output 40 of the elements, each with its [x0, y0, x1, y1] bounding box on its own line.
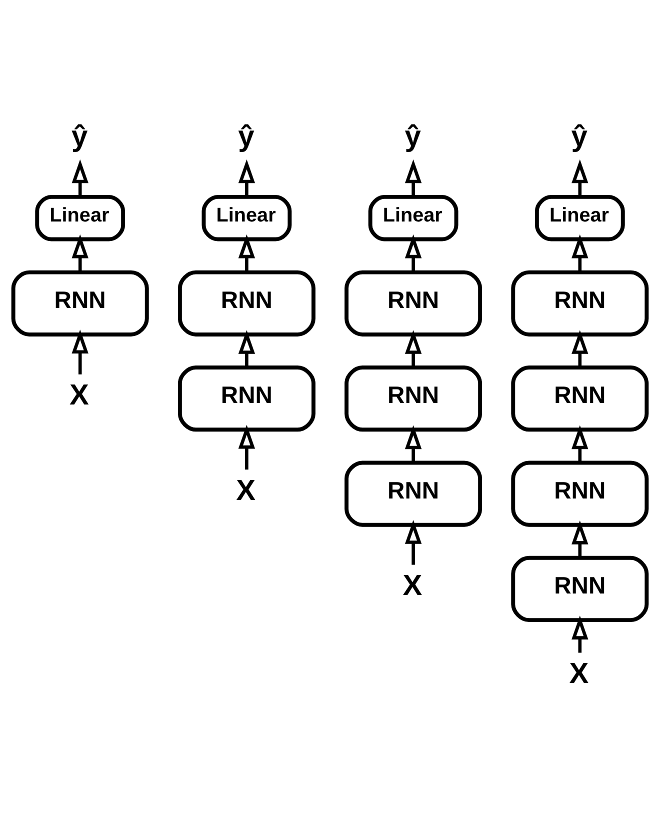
arrow: [238, 234, 256, 272]
node-box: Linear: [35, 194, 126, 242]
node-box: Linear: [202, 194, 292, 242]
node-box: Linear: [534, 194, 625, 242]
arrow: [404, 159, 422, 197]
node-text: ŷ: [404, 121, 421, 154]
node-box: RNN: [344, 270, 482, 336]
arrow: [238, 424, 256, 470]
node-box: RNN: [344, 366, 482, 432]
node-text: X: [402, 570, 422, 602]
arrow: [404, 520, 422, 565]
node-text: X: [569, 658, 589, 690]
node-box: RNN: [178, 366, 316, 432]
arrow: [572, 616, 588, 653]
arrow: [572, 520, 588, 558]
node-text: X: [70, 380, 89, 412]
arrow: [572, 159, 588, 197]
arrow: [72, 234, 88, 272]
node-box: RNN: [511, 366, 649, 432]
arrow: [238, 330, 256, 368]
arrow: [572, 425, 588, 463]
arrow: [72, 159, 88, 197]
node-box: RNN: [511, 556, 649, 622]
arrow: [572, 330, 588, 368]
arrow: [72, 330, 88, 374]
arrow: [238, 159, 256, 197]
node-box: RNN: [344, 460, 482, 527]
node-box: RNN: [511, 270, 649, 336]
node-text: ŷ: [72, 121, 88, 154]
node-text: X: [236, 474, 256, 507]
node-box: RNN: [511, 460, 649, 527]
node-box: Linear: [368, 194, 458, 242]
arrow: [404, 234, 422, 272]
arrow: [404, 330, 422, 368]
arrow: [572, 234, 588, 272]
node-box: RNN: [11, 270, 149, 336]
node-box: RNN: [178, 270, 316, 336]
node-text: ŷ: [238, 121, 254, 154]
arrow: [404, 425, 422, 463]
node-text: ŷ: [571, 121, 588, 154]
